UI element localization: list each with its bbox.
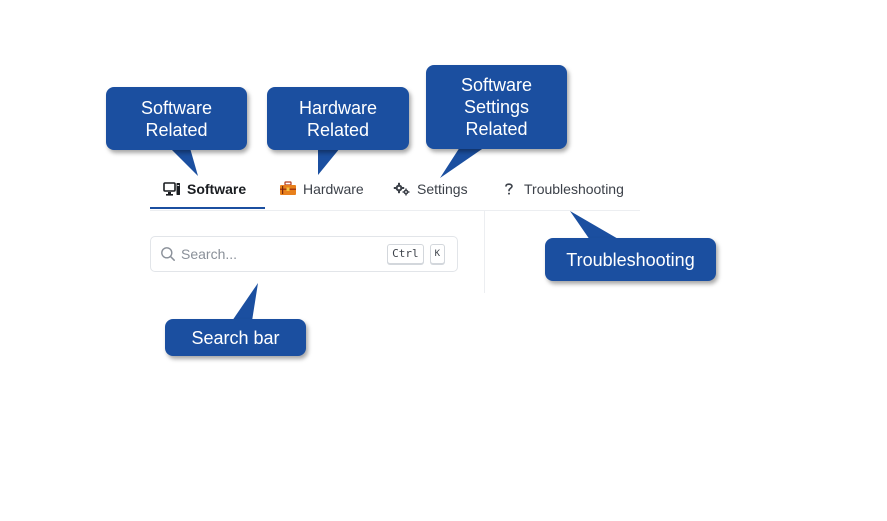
toolbox-icon (279, 180, 297, 198)
callout-settings-related: Software Settings Related (426, 65, 567, 149)
tab-software-label: Software (187, 181, 247, 197)
callout-hardware-related: Hardware Related (267, 87, 409, 150)
question-mark-icon (500, 180, 518, 198)
callout-settings-text: Software Settings Related (460, 75, 533, 139)
shortcut-key-k: K (429, 244, 445, 264)
panel-divider (484, 211, 485, 293)
callout-pointer-trouble (570, 211, 620, 240)
tab-settings[interactable]: Settings (393, 170, 468, 208)
callout-troubleshooting-text: Troubleshooting (566, 249, 695, 270)
tab-troubleshooting-label: Troubleshooting (524, 181, 624, 197)
callout-search-text: Search bar (191, 327, 280, 348)
shortcut-key-ctrl: Ctrl (387, 244, 424, 264)
callout-search-bar: Search bar (165, 319, 306, 356)
search-input[interactable] (181, 244, 382, 264)
active-tab-indicator (150, 207, 265, 209)
tab-settings-label: Settings (417, 181, 468, 197)
tab-troubleshooting[interactable]: Troubleshooting (500, 170, 624, 208)
callout-software-text: Software Related (140, 97, 213, 140)
callout-pointer-search (232, 283, 258, 321)
tab-bar: Software Hardware (150, 170, 640, 211)
callout-hardware-text: Hardware Related (298, 97, 378, 140)
gears-icon (393, 180, 411, 198)
desktop-computer-icon (163, 180, 181, 198)
tab-software[interactable]: Software (163, 170, 246, 208)
search-bar[interactable]: Ctrl K (150, 236, 458, 272)
search-icon (160, 246, 176, 262)
callout-troubleshooting: Troubleshooting (545, 238, 716, 281)
tab-hardware[interactable]: Hardware (279, 170, 364, 208)
callout-software-related: Software Related (106, 87, 247, 150)
tab-hardware-label: Hardware (303, 181, 364, 197)
